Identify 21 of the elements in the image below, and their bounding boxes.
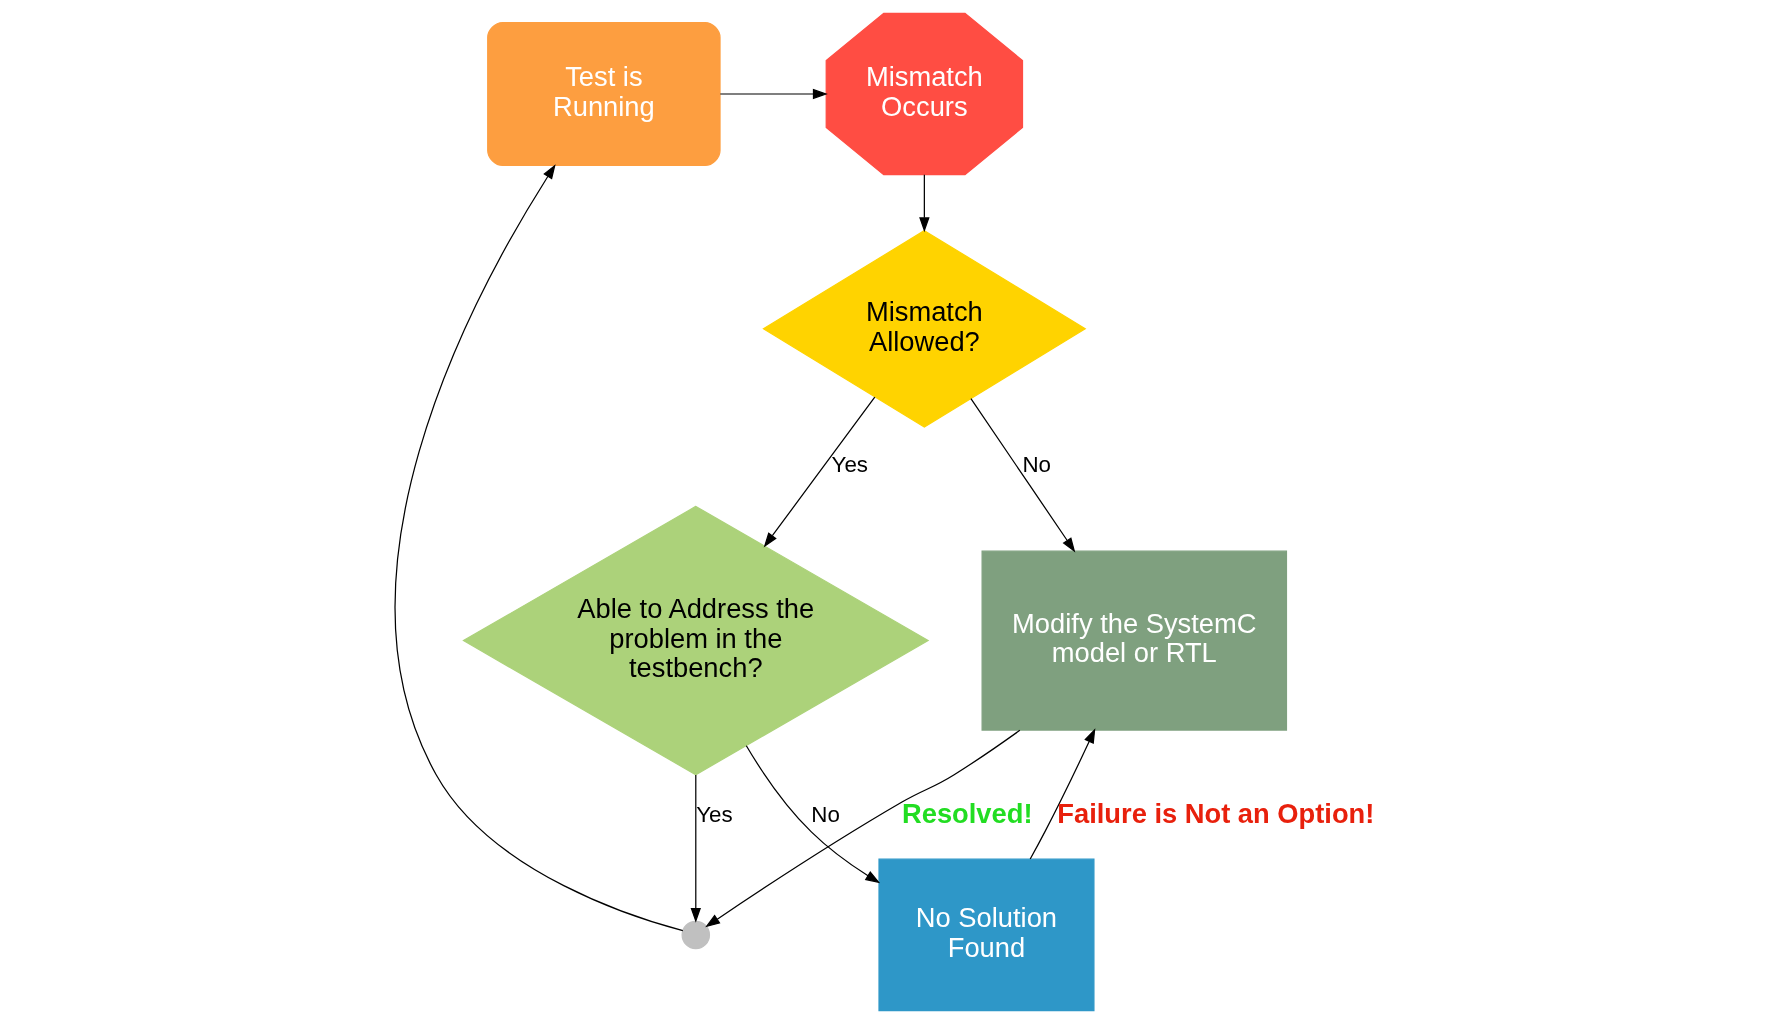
node-box: No Solution Found xyxy=(878,858,1095,1012)
node-diamond: Able to Address the problem in the testbench? xyxy=(462,505,930,776)
node-diamond: Mismatch Allowed? xyxy=(762,229,1087,428)
arrow xyxy=(690,774,701,923)
edge-label: Resolved! xyxy=(902,797,1033,829)
edge-label: No xyxy=(811,802,840,828)
arrow xyxy=(705,729,1021,928)
arrow xyxy=(719,88,828,100)
arrow xyxy=(1029,728,1096,860)
arrow xyxy=(394,164,684,932)
node-box: Test is Running xyxy=(487,21,721,167)
edge-label: No xyxy=(1022,452,1052,478)
node-circle xyxy=(681,920,711,950)
edge-label: Yes xyxy=(831,452,869,478)
arrow xyxy=(745,745,881,884)
node-box: Modify the SystemC model or RTL xyxy=(981,550,1288,731)
arrow xyxy=(919,174,930,233)
edge-label: Yes xyxy=(696,802,733,828)
arrow xyxy=(970,398,1076,553)
edge-label: Failure is Not an Option! xyxy=(1057,797,1375,829)
arrow xyxy=(763,396,876,548)
